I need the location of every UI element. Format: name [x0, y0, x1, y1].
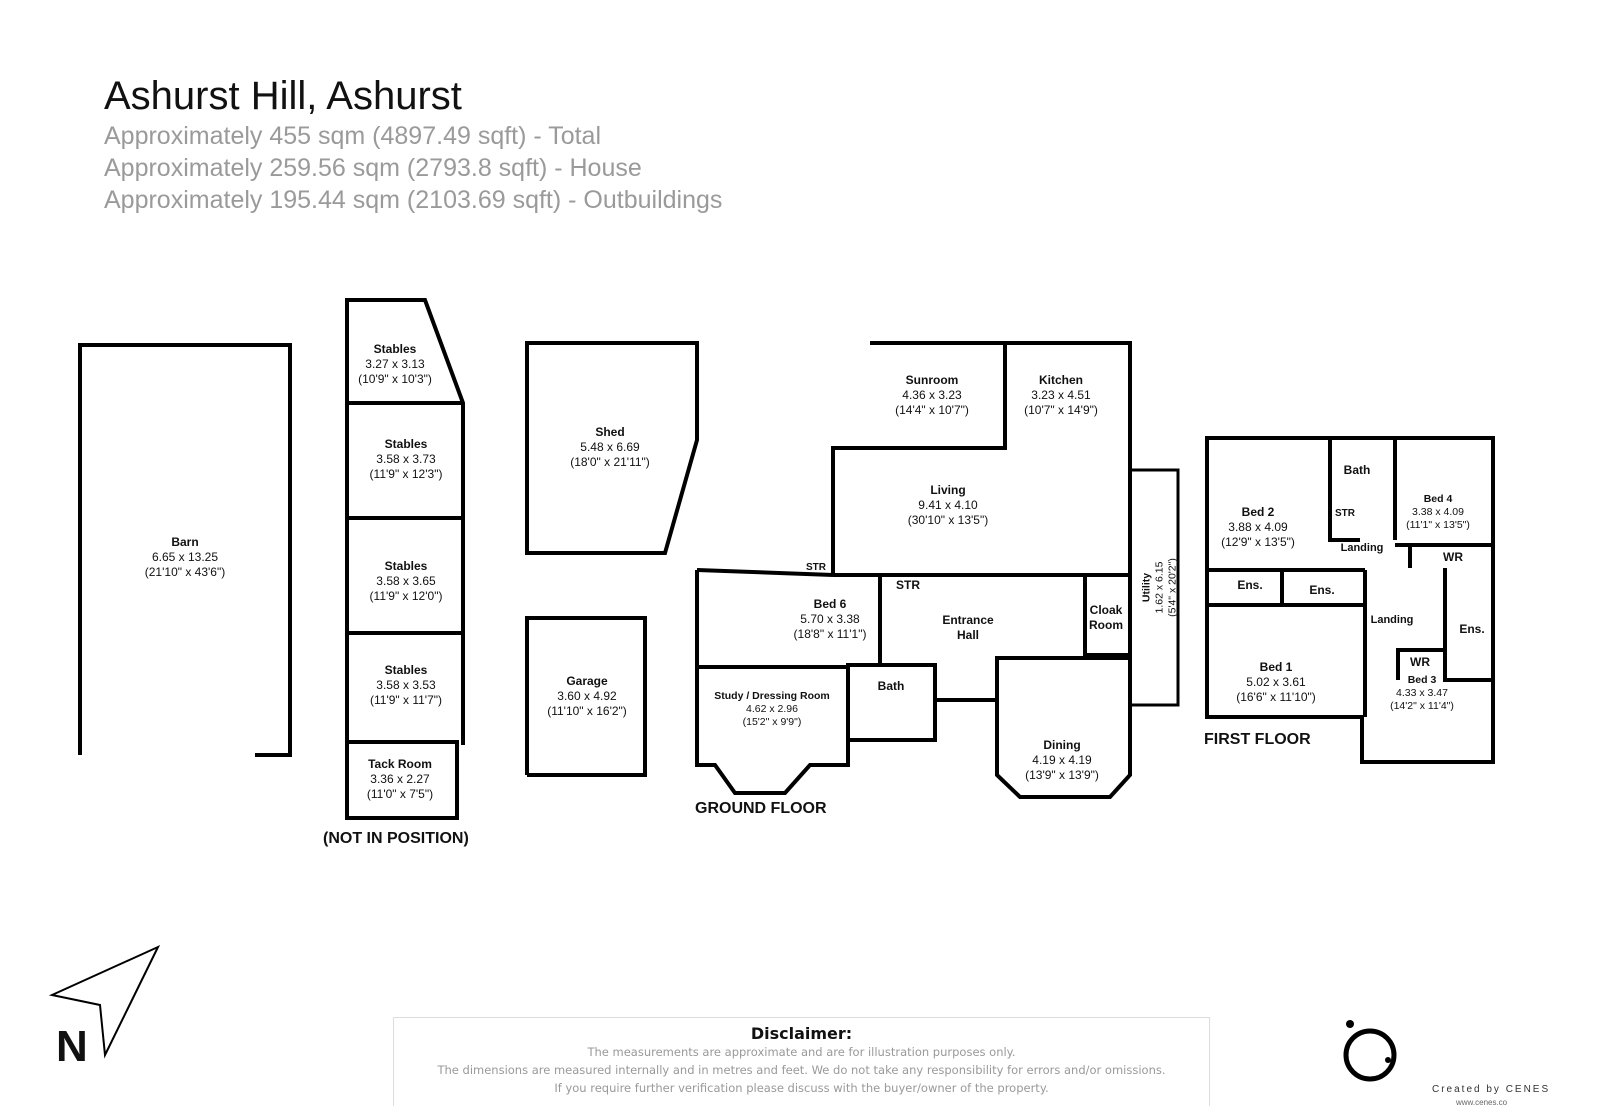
compass-north-label: N [56, 1022, 88, 1071]
label-cloak-room: Cloak Room [1089, 603, 1123, 632]
cenes-logo-icon [1343, 1020, 1397, 1082]
label-bath: Bath [877, 679, 905, 693]
disclaimer-line: If you require further verification plea… [554, 1081, 1049, 1095]
compass-arrow-icon [48, 944, 161, 1059]
label-ens-3: Ens. [1459, 622, 1485, 636]
label-str-first: STR [1335, 508, 1355, 519]
logo-text: Created by CENES [1432, 1084, 1551, 1095]
logo-url: www.cenes.co [1456, 1098, 1508, 1106]
not-in-position-note: (NOT IN POSITION) [323, 830, 469, 847]
area-total: Approximately 455 sqm (4897.49 sqft) - T… [104, 122, 602, 150]
label-wr-2: WR [1410, 655, 1430, 669]
barn-walls [78, 343, 292, 757]
area-house: Approximately 259.56 sqm (2793.8 sqft) -… [104, 154, 642, 182]
area-outbuildings: Approximately 195.44 sqm (2103.69 sqft) … [104, 186, 723, 214]
disclaimer-box: Disclaimer: The measurements are approxi… [393, 1017, 1210, 1106]
disclaimer-line: The dimensions are measured internally a… [437, 1063, 1166, 1077]
garage-walls [525, 616, 647, 777]
label-str-1: STR [806, 562, 826, 573]
label-wr-1: WR [1443, 550, 1463, 564]
first-floor-walls [1205, 436, 1495, 764]
label-bath-first: Bath [1343, 463, 1371, 477]
disclaimer-line: The measurements are approximate and are… [587, 1045, 1016, 1059]
property-title: Ashurst Hill, Ashurst [104, 74, 462, 118]
label-ens-1: Ens. [1237, 578, 1263, 592]
label-landing-1: Landing [1340, 542, 1384, 554]
label-landing-2: Landing [1370, 614, 1414, 626]
label-entrance-hall: Entrance Hall [942, 613, 994, 642]
ground-floor-label: GROUND FLOOR [695, 800, 827, 817]
label-ens-2: Ens. [1309, 583, 1335, 597]
ground-floor-walls [870, 341, 1132, 799]
tack-room-walls [345, 740, 459, 820]
shed-walls [525, 341, 699, 555]
disclaimer-heading: Disclaimer: [750, 1024, 853, 1043]
label-str-2: STR [896, 578, 920, 592]
first-floor-label: FIRST FLOOR [1204, 731, 1311, 748]
